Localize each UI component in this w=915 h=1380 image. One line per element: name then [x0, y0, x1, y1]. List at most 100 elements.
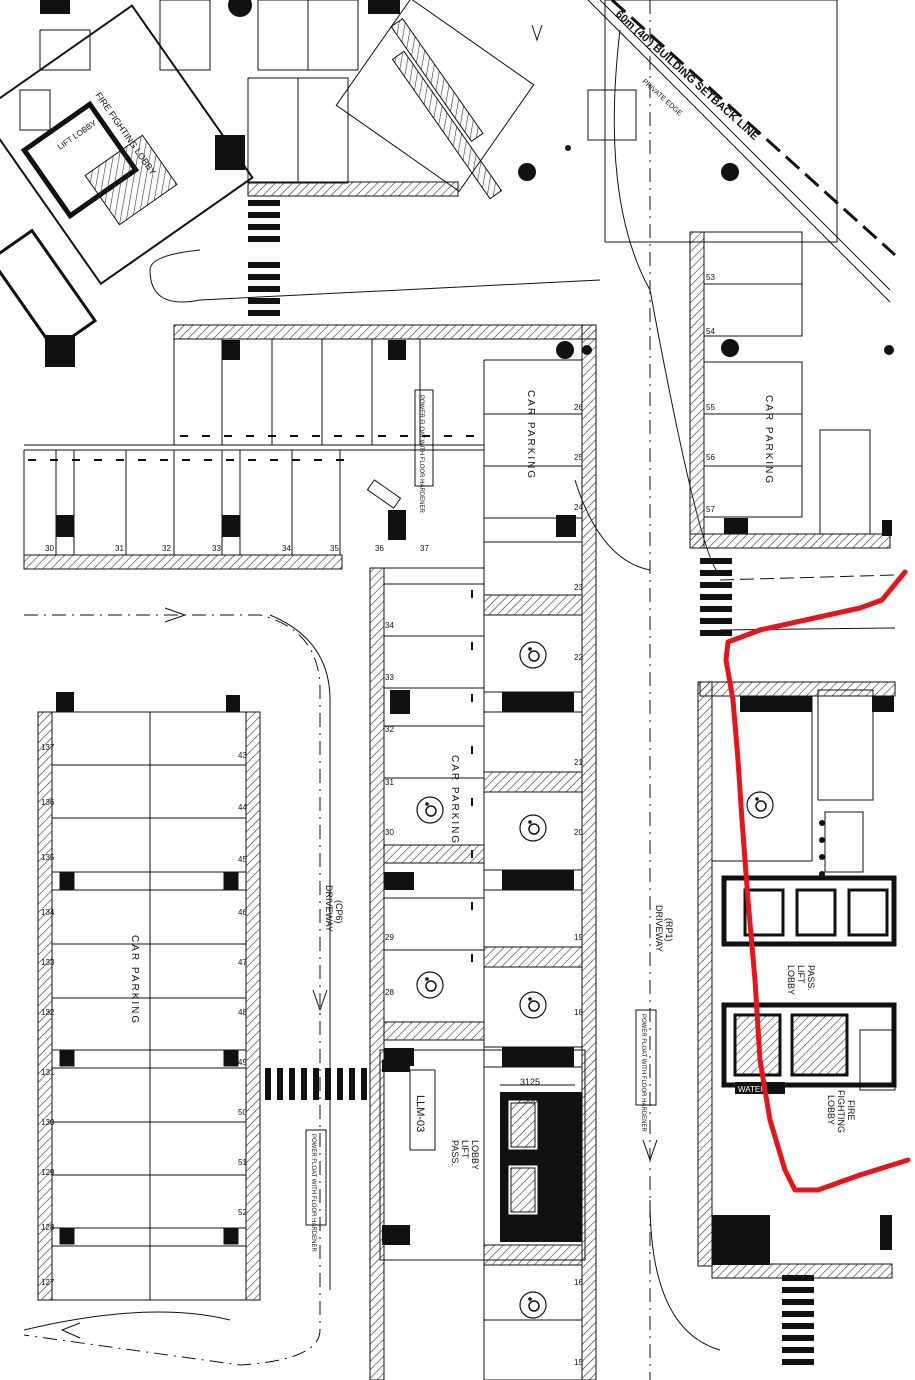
bay-number-labels: 137 136 135 134 133 132 131 130 129 128 127 43 44 45 4…: [41, 273, 715, 1367]
left-parking-block: CAR PARKING: [37, 692, 261, 1301]
bay-number: 20: [574, 828, 583, 837]
wheelchair-icon: [519, 1291, 547, 1319]
wheelchair-icon: [416, 971, 444, 999]
bay-number: 19: [574, 933, 583, 942]
bay-number: 46: [238, 908, 247, 917]
bay-number: 17: [574, 1093, 583, 1102]
top-left-core: FIRE FIGHTING LOBBY LIFT LOBBY: [0, 0, 400, 367]
driveway-rp1-word: DRIVEWAY: [654, 905, 664, 952]
bay-number: 26: [574, 403, 583, 412]
bay-number: 134: [41, 908, 55, 917]
car-parking-label-left: CAR PARKING: [129, 935, 140, 1025]
power-float-note-cp6: POWER FLOAT WITH FLOOR HARDENER: [310, 1134, 316, 1252]
bay-number: 24: [574, 503, 583, 512]
bay-number: 16: [574, 1278, 583, 1287]
top-center-bays: [159, 0, 571, 200]
driveway-rp1-label: (RP1): [664, 918, 674, 942]
right-parking-block: CAR PARKING: [689, 231, 892, 549]
bay-number: 31: [115, 544, 124, 553]
bay-number: 34: [385, 621, 394, 630]
bay-number: 50: [238, 1108, 247, 1117]
pass-lift-lobby-word1: PASS.: [450, 1140, 460, 1166]
bay-number: 51: [238, 1158, 247, 1167]
setback-line: 60m (40') BUILDING SETBACK LINE PRIVATE …: [587, 0, 897, 357]
bay-number: 43: [238, 751, 247, 760]
zebra-crossings: [248, 200, 814, 1365]
pass-lift-lobby-right-1: PASS.: [806, 965, 816, 991]
bay-number: 133: [41, 958, 55, 967]
accessible-bays: [416, 641, 774, 1319]
bay-number: 52: [238, 1208, 247, 1217]
bay-number: 137: [41, 743, 55, 752]
bay-number: 31: [385, 778, 394, 787]
driveway-cp6-word: DRIVEWAY: [324, 885, 334, 932]
red-markup-boundary: [723, 569, 911, 1193]
bay-number: 128: [41, 1223, 55, 1232]
water-label: WATER: [738, 1085, 766, 1094]
bay-number: 44: [238, 803, 247, 812]
bay-number: 34: [282, 544, 291, 553]
pass-lift-lobby-word2: LIFT: [460, 1140, 470, 1159]
driveway-arrows: [60, 24, 658, 1339]
bay-number: 28: [385, 988, 394, 997]
wheelchair-icon: [519, 814, 547, 842]
car-parking-label-center: CAR PARKING: [525, 390, 536, 480]
dim-3125: 3125: [520, 1077, 540, 1087]
bay-number: 56: [706, 453, 715, 462]
bay-number: 22: [574, 653, 583, 662]
pass-lift-lobby-right-3: LOBBY: [786, 965, 796, 995]
bay-number: 129: [41, 1168, 55, 1177]
bay-number: 33: [385, 673, 394, 682]
driveways: [23, 0, 896, 1380]
bay-number: 18: [574, 1008, 583, 1017]
bay-number: 23: [574, 583, 583, 592]
car-parking-label-right: CAR PARKING: [763, 395, 774, 485]
wheelchair-icon: [519, 991, 547, 1019]
bay-number: 32: [162, 544, 171, 553]
private-edge-label: PRIVATE EDGE: [641, 78, 684, 117]
pass-lift-lobby-right-2: LIFT: [796, 965, 806, 984]
bay-number: 29: [385, 933, 394, 942]
pass-lift-lobby-word3: LOBBY: [470, 1140, 480, 1170]
bay-number: 57: [706, 505, 715, 514]
bay-number: 30: [45, 544, 54, 553]
bay-number: 45: [238, 855, 247, 864]
bay-number: 35: [330, 544, 339, 553]
fire-fighting-2: FIGHTING: [836, 1090, 846, 1133]
bay-number: 48: [238, 1008, 247, 1017]
bay-number: 49: [238, 1058, 247, 1067]
bay-number: 131: [41, 1068, 55, 1077]
wheelchair-icon: [746, 791, 774, 819]
llm-label: LLM-03: [414, 1095, 426, 1132]
bay-number: 30: [385, 828, 394, 837]
wheelchair-icon: [519, 641, 547, 669]
power-float-note-top: POWER FLOAT WITH FLOOR HARDENER: [418, 395, 424, 513]
bay-number: 53: [706, 273, 715, 282]
wheelchair-icon: [416, 796, 444, 824]
fire-fighting-3: LOBBY: [826, 1095, 836, 1125]
car-parking-label-mid: CAR PARKING: [449, 755, 460, 845]
bay-number: 36: [375, 544, 384, 553]
bay-number: 132: [41, 1008, 55, 1017]
bay-number: 55: [706, 403, 715, 412]
bay-number: 54: [706, 327, 715, 336]
bay-number: 21: [574, 758, 583, 767]
bay-number: 127: [41, 1278, 55, 1287]
center-right-parking: CAR PARKING: [483, 341, 592, 1380]
setback-label: 60m (40') BUILDING SETBACK LINE: [613, 8, 761, 143]
bay-number: 15: [574, 1358, 583, 1367]
power-float-note-rp1: POWER FLOAT WITH FLOOR HARDENER: [640, 1014, 646, 1132]
fire-fighting-1: FIRE: [846, 1100, 856, 1121]
bay-number: 33: [212, 544, 221, 553]
bay-number: 135: [41, 853, 55, 862]
llm-03-core: LLM-03 3125 2500 PASS. LIFT LOBBY: [379, 1049, 586, 1261]
bay-number: 130: [41, 1118, 55, 1127]
bay-number: 136: [41, 798, 55, 807]
bay-number: 25: [574, 453, 583, 462]
driveway-cp6-label: (CP6): [334, 900, 344, 924]
dim-2500: 2500: [518, 1095, 538, 1105]
mid-column-parking: CAR PARKING: [369, 567, 485, 1380]
bay-number: 32: [385, 725, 394, 734]
bay-number: 37: [420, 544, 429, 553]
